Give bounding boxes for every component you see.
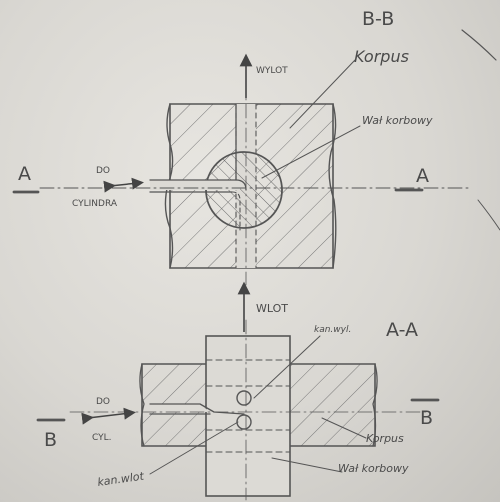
section-bb: B-B WYLOT Korpus Wał korbowy DO CYLINDRA… <box>12 8 471 286</box>
aa-outlet-hole <box>236 390 252 406</box>
aa-cyl-label: CYL. <box>92 433 112 443</box>
bb-cylinder-label: CYLINDRA <box>72 199 118 209</box>
aa-body-label: Korpus <box>366 432 404 445</box>
aa-to-label: DO <box>96 397 110 407</box>
aa-inlet-channel-label: kan.wlot <box>97 470 146 489</box>
bb-cut-left: A <box>18 163 31 185</box>
page-edge-mark <box>477 199 500 231</box>
aa-crankshaft-label: Wał korbowy <box>338 462 409 475</box>
bb-cylinder-arrow <box>103 177 144 193</box>
bb-break-right <box>328 103 337 269</box>
aa-cut-left: B <box>44 429 57 451</box>
aa-inlet-channel-leader <box>149 421 239 475</box>
bb-title: B-B <box>362 8 394 30</box>
aa-outlet-channel-label: kan.wyl. <box>314 325 351 335</box>
aa-inlet-label: WLOT <box>256 302 288 315</box>
bb-crankshaft-leader <box>261 125 361 179</box>
bb-body-label: Korpus <box>354 47 409 66</box>
aa-cut-right: B <box>420 407 433 429</box>
aa-cylinder-arrow <box>81 407 136 425</box>
aa-outlet-channel-leader <box>253 335 321 399</box>
bb-outlet-label: WYLOT <box>256 66 288 76</box>
page-edge-mark <box>461 29 497 61</box>
bb-body-leader <box>289 59 356 129</box>
bb-crankshaft-label: Wał korbowy <box>362 114 433 127</box>
bb-cut-right: A <box>416 165 429 187</box>
aa-body-leader <box>321 417 367 439</box>
aa-title: A-A <box>386 319 418 341</box>
bb-to-label: DO <box>96 166 110 176</box>
aa-crankshaft-leader <box>271 457 343 473</box>
aa-inlet-hole <box>236 414 252 430</box>
section-aa: WLOT A-A kan.wyl. DO CYL. kan.wlot Korpu… <box>36 281 440 501</box>
